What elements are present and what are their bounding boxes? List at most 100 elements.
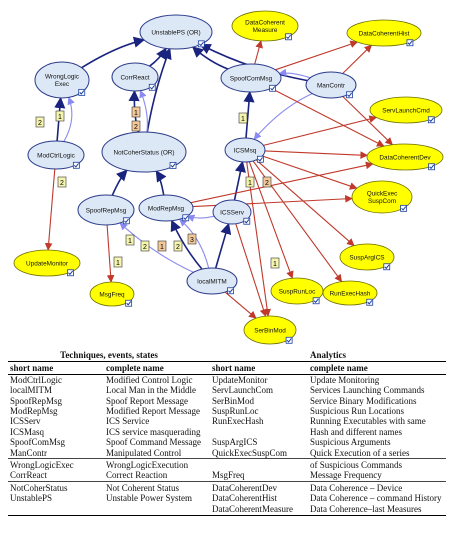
node-checkbox-icon[interactable] <box>428 163 435 171</box>
node-checkbox-icon[interactable] <box>383 263 391 271</box>
node-checkbox-icon[interactable] <box>169 161 177 169</box>
node-DataCoherentDev[interactable]: DataCoherentDev <box>366 143 444 171</box>
edge-localMITM-to-ICSServ <box>214 222 232 269</box>
node-CorrReact[interactable]: CorrReact <box>111 62 159 92</box>
analytic-node-shape <box>369 96 443 124</box>
column-header: complete name <box>308 361 446 375</box>
node-ServLaunchCmd[interactable]: ServLaunchCmd <box>369 96 443 124</box>
node-SpoofRepMsg[interactable]: SpoofRepMsg <box>77 194 135 226</box>
complete-name-cell: Not Coherent Status <box>104 480 210 494</box>
edge-weight-label: 2 <box>38 120 42 127</box>
analytic-node-shape <box>13 249 81 277</box>
short-name-cell: ModRepMsg <box>10 406 58 417</box>
node-checkbox-icon[interactable] <box>122 217 130 225</box>
node-DataCoherentHist[interactable]: DataCoherentHist <box>346 19 422 47</box>
short-name-cell: WrongLogicExec <box>8 458 104 471</box>
analytic-complete-name-cell: Update Monitoring <box>310 374 380 385</box>
node-UpdateMonitor[interactable]: UpdateMonitor <box>13 249 81 277</box>
node-checkbox-icon[interactable] <box>78 88 86 96</box>
node-ManContr[interactable]: ManContr <box>305 71 357 99</box>
edge-NotCoherStatus-to-UnstablePS <box>146 47 172 133</box>
analytic-node-shape <box>339 243 395 271</box>
node-checkbox-icon[interactable] <box>285 336 293 344</box>
analytic-node-shape <box>89 281 135 307</box>
node-label: SpoofRepMsg <box>86 207 127 214</box>
node-checkbox-icon[interactable] <box>366 298 374 306</box>
edge-weight-label: 2 <box>143 244 147 251</box>
short-name-cell: NotCoherStatus <box>8 480 104 494</box>
node-checkbox-icon[interactable] <box>256 155 264 163</box>
node-UnstablePS[interactable]: UnstablePS (OR) <box>139 14 213 50</box>
node-QuickExecSuspCom[interactable]: QuickExecSuspCom <box>351 180 413 214</box>
edge-weight-badge: 2 <box>262 176 272 188</box>
analytic-complete-name-cell: Service Binary Modifications <box>310 395 417 406</box>
node-checkbox-icon[interactable] <box>285 33 292 41</box>
node-checkbox-icon[interactable] <box>197 40 205 48</box>
edge-weight-label: 1 <box>160 244 164 251</box>
edge-weight-badge: 1 <box>245 176 255 188</box>
node-SerBinMod[interactable]: SerBinMod <box>243 315 297 345</box>
node-checkbox-icon[interactable] <box>243 217 251 225</box>
analytic-short-name-cell <box>210 427 308 437</box>
column-header: short name <box>8 361 104 375</box>
event-node-shape <box>220 63 282 93</box>
node-DataCoherentMeasure[interactable]: DataCoherentMeasure <box>231 10 299 42</box>
node-checkbox-icon[interactable] <box>406 39 414 47</box>
node-label: Measure <box>253 27 278 34</box>
analytic-short-name-cell: DataCoherentDev <box>210 480 308 494</box>
node-ModCtrlLogic[interactable]: ModCtrlLogic <box>27 140 85 170</box>
node-ICSServ[interactable]: ICSServ <box>212 199 252 225</box>
analytic-node-shape <box>351 180 413 214</box>
node-ModRepMsg[interactable]: ModRepMsg <box>138 194 194 222</box>
complete-name-cell: Unstable Power System <box>106 493 192 504</box>
node-label: DataCoherentDev <box>379 154 431 161</box>
analytic-node-shape <box>231 10 299 42</box>
node-checkbox-icon[interactable] <box>72 161 80 169</box>
short-name-cell: UnstablePS <box>10 493 53 504</box>
short-name-cell: ICSMasq <box>10 426 45 437</box>
node-checkbox-icon[interactable] <box>346 91 353 99</box>
edge-weight-badge: 2 <box>57 176 67 188</box>
analytic-complete-name-cell: Services Launching Commands <box>310 385 425 396</box>
node-localMITM[interactable]: localMITM <box>186 267 238 295</box>
node-checkbox-icon[interactable] <box>269 84 277 92</box>
analytic-node-shape <box>346 19 422 47</box>
node-checkbox-icon[interactable] <box>182 214 190 222</box>
event-node-shape <box>77 194 135 226</box>
node-label: SpoofComMsg <box>230 75 273 82</box>
edge-ICSServ-to-ModRepMsg <box>186 214 215 222</box>
edge-weight-label: 1 <box>116 260 120 267</box>
edge-ManContr-to-SpoofComMsg <box>278 68 311 79</box>
node-ICSMsq[interactable]: ICSMsq <box>224 137 266 163</box>
node-RunExecHash[interactable]: RunExecHash <box>322 280 378 306</box>
edge-weight-badge: 1 <box>55 110 65 122</box>
node-checkbox-icon[interactable] <box>312 297 320 305</box>
node-checkbox-icon[interactable] <box>227 287 234 295</box>
node-WrongLogicExec[interactable]: WrongLogicExec <box>34 61 90 99</box>
edge-weight-badge: 2 <box>173 240 183 252</box>
node-MsgFreq[interactable]: MsgFreq <box>89 281 135 307</box>
event-node-shape <box>111 62 159 92</box>
edge-weight-label: 2 <box>176 244 180 251</box>
node-SuspArgICS[interactable]: SuspArgICS <box>339 243 395 271</box>
node-label: QuickExec <box>367 191 398 198</box>
node-checkbox-icon[interactable] <box>125 299 133 307</box>
edge-WrongLogicExec-to-UnstablePS <box>81 36 146 69</box>
node-label: DataCoherent <box>245 20 285 27</box>
node-checkbox-icon[interactable] <box>400 204 408 212</box>
node-checkbox-icon[interactable] <box>427 116 435 124</box>
node-NotCoherStatus[interactable]: NotCoherStatus (OR) <box>101 131 187 173</box>
node-checkbox-icon[interactable] <box>67 269 74 277</box>
edge-CorrReact-to-UnstablePS <box>149 47 167 67</box>
analytic-short-name-cell <box>210 458 308 471</box>
node-SpoofComMsg[interactable]: SpoofComMsg <box>220 63 282 93</box>
analytic-short-name-cell: SerBinMod <box>212 395 255 406</box>
node-checkbox-icon[interactable] <box>148 83 156 91</box>
complete-name-cell: Correct Reaction <box>106 470 168 481</box>
edge-ICSServ-to-ICSMsq <box>233 160 246 201</box>
node-SuspRunLoc[interactable]: SuspRunLoc <box>270 277 324 305</box>
